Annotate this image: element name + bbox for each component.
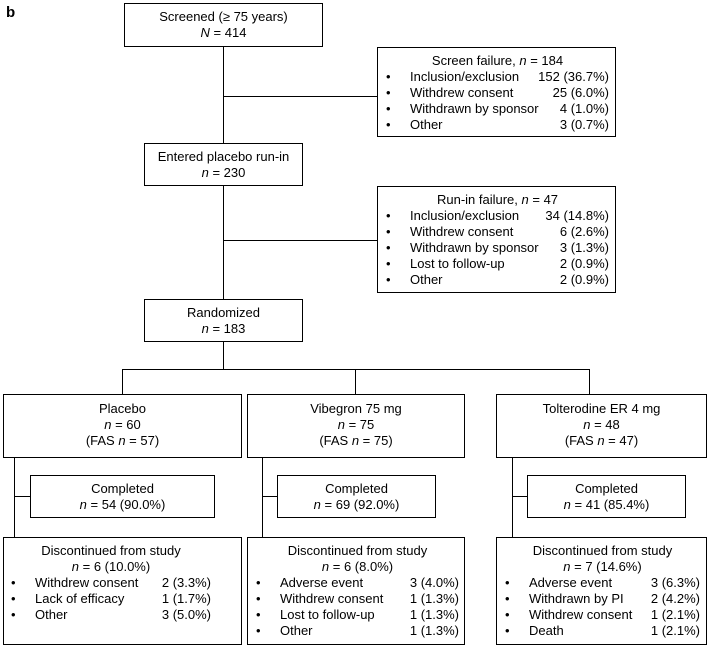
panel-label: b: [6, 4, 16, 21]
arm-fas-count: (FAS n = 57): [85, 433, 160, 448]
screen-failure-title: Screen failure, n = 184: [431, 53, 564, 68]
completed-count: n = 54 (90.0%): [79, 497, 166, 512]
randomized-count: n = 183: [201, 321, 246, 336]
arm-placebo-box: Placebo n = 60 (FAS n = 57): [3, 394, 242, 458]
arm-tolterodine-discontinued-box: Discontinued from study n = 7 (14.6%) •A…: [496, 537, 707, 645]
runin-count: n = 230: [201, 165, 246, 180]
completed-label: Completed: [325, 481, 388, 496]
completed-count: n = 41 (85.4%): [563, 497, 650, 512]
arm-fas-count: (FAS n = 75): [319, 433, 393, 448]
screened-box: Screened (≥ 75 years) N = 414: [124, 3, 323, 47]
arm-count: n = 48: [583, 417, 620, 432]
discontinued-title: Discontinued from study: [287, 543, 428, 558]
arm-placebo-discontinued-box: Discontinued from study n = 6 (10.0%) •W…: [3, 537, 242, 645]
arm-tolterodine-box: Tolterodine ER 4 mg n = 48 (FAS n = 47): [496, 394, 707, 458]
discontinued-count: n = 7 (14.6%): [563, 559, 642, 574]
arm-vibegron-discontinued-box: Discontinued from study n = 6 (8.0%) •Ad…: [247, 537, 465, 645]
randomized-box: Randomized n = 183: [144, 299, 303, 342]
discontinued-count: n = 6 (10.0%): [71, 559, 151, 574]
runin-label: Entered placebo run-in: [157, 149, 290, 164]
arm-fas-count: (FAS n = 47): [564, 433, 639, 448]
runin-failure-title: Run-in failure, n = 47: [436, 192, 559, 207]
arm-count: n = 75: [337, 417, 375, 432]
arm-count: n = 60: [104, 417, 141, 432]
arm-name: Tolterodine ER 4 mg: [542, 401, 661, 416]
arm-placebo-completed-box: Completed n = 54 (90.0%): [30, 475, 215, 518]
runin-failure-box: Run-in failure, n = 47 •Inclusion/exclus…: [377, 186, 616, 293]
arm-tolterodine-completed-box: Completed n = 41 (85.4%): [527, 475, 686, 518]
completed-count: n = 69 (92.0%): [313, 497, 400, 512]
arm-name: Vibegron 75 mg: [310, 401, 402, 416]
discontinued-title: Discontinued from study: [41, 543, 181, 558]
runin-box: Entered placebo run-in n = 230: [144, 143, 303, 186]
discontinued-count: n = 6 (8.0%): [321, 559, 394, 574]
completed-label: Completed: [91, 481, 154, 496]
randomized-label: Randomized: [187, 305, 260, 320]
arm-vibegron-completed-box: Completed n = 69 (92.0%): [277, 475, 436, 518]
arm-vibegron-box: Vibegron 75 mg n = 75 (FAS n = 75): [247, 394, 465, 458]
completed-label: Completed: [575, 481, 638, 496]
screened-label: Screened (≥ 75 years): [159, 9, 288, 24]
discontinued-title: Discontinued from study: [532, 543, 673, 558]
screen-failure-box: Screen failure, n = 184 •Inclusion/exclu…: [377, 47, 616, 137]
screened-count: N = 414: [200, 25, 247, 40]
arm-name: Placebo: [99, 401, 146, 416]
